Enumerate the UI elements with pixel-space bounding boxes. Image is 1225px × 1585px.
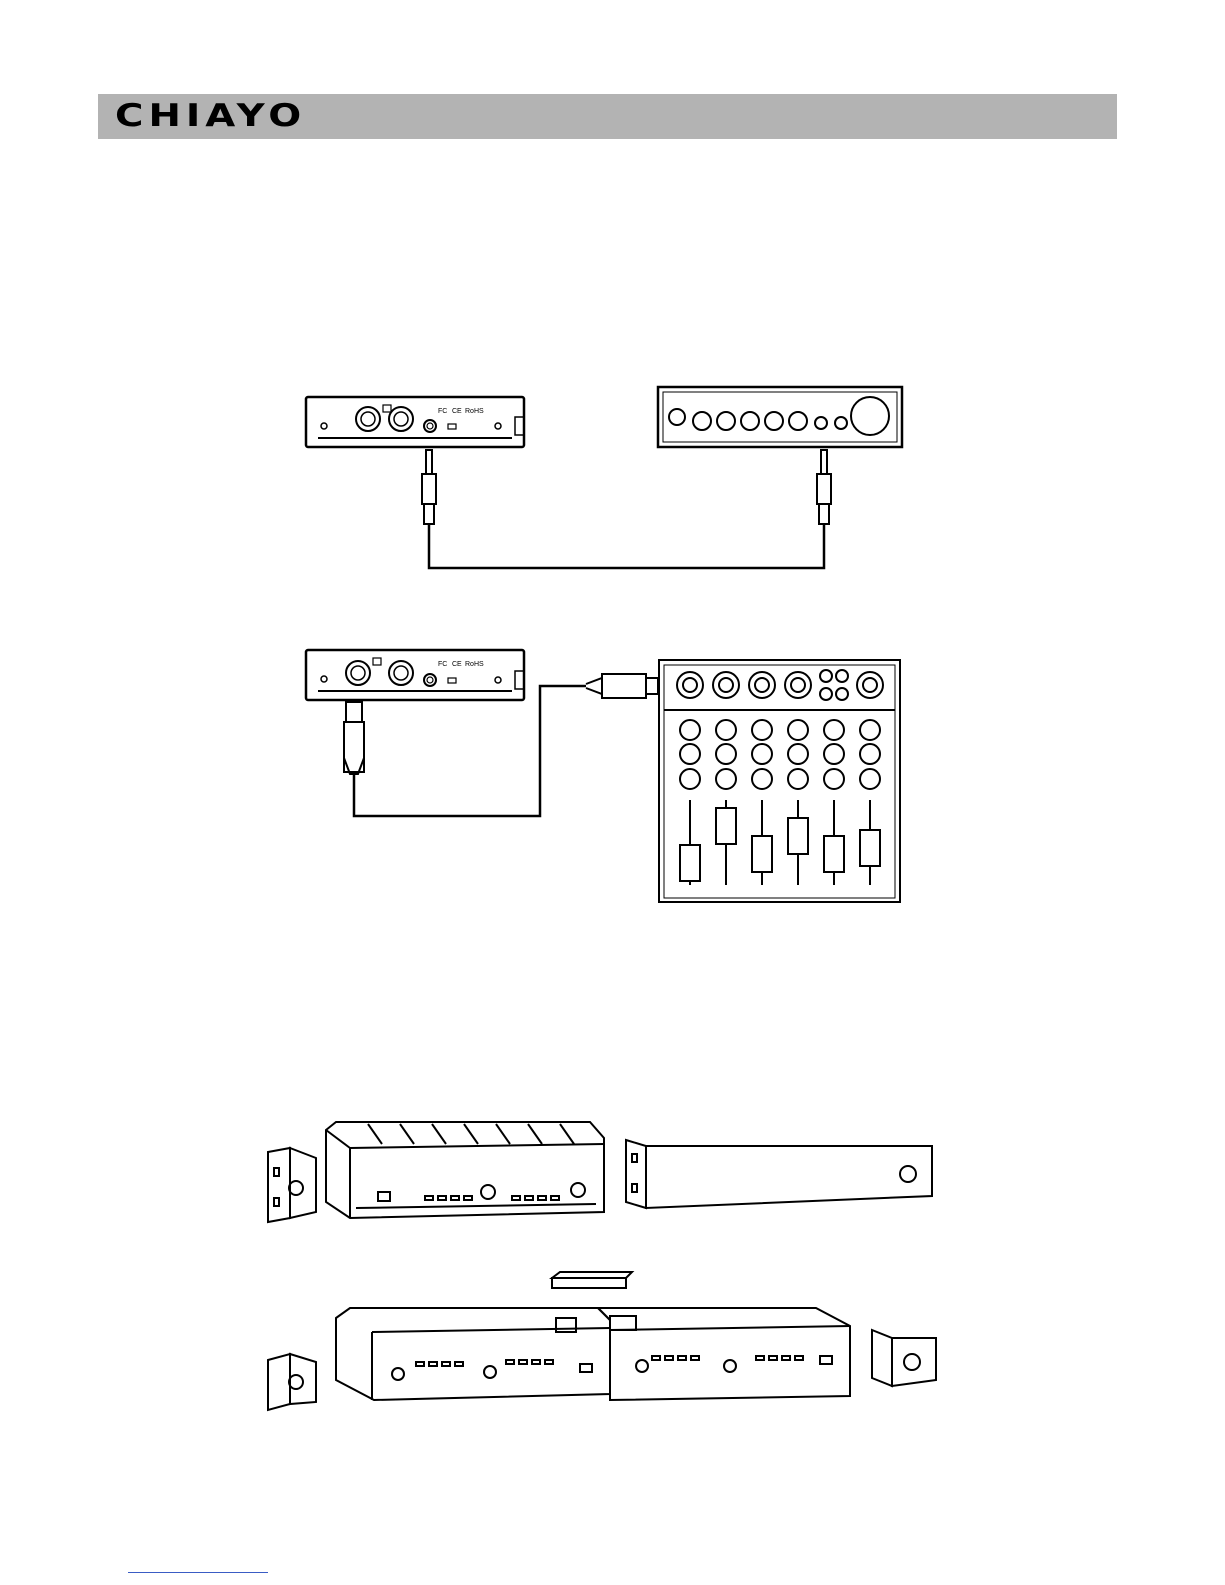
mixer-xlr-inputs xyxy=(677,670,883,700)
cable xyxy=(354,686,586,816)
rack-ear-left xyxy=(268,1354,316,1410)
receiver-unit-right xyxy=(598,1308,850,1400)
rack-ear-right xyxy=(872,1330,936,1386)
jack-plug-left xyxy=(422,450,436,524)
rack-ear-left xyxy=(268,1148,316,1222)
amplifier-front-panel xyxy=(658,387,902,447)
single-rack-mount-diagram xyxy=(260,1110,960,1230)
receiver-unit-left xyxy=(336,1308,610,1400)
svg-text:CE: CE xyxy=(452,661,462,668)
receiver-unit-single xyxy=(326,1122,604,1218)
mixer-faders xyxy=(680,800,880,885)
xlr-female-connector xyxy=(344,702,364,774)
svg-text:FC: FC xyxy=(438,661,447,668)
footer-link-underline[interactable] xyxy=(128,1572,268,1573)
receiver-back-panel: FC CE RoHS xyxy=(306,650,524,700)
svg-text:FC: FC xyxy=(438,408,447,415)
jack-plug-right xyxy=(817,450,831,524)
rack-ear-right xyxy=(626,1140,932,1208)
dual-rack-mount-diagram xyxy=(260,1270,960,1420)
svg-text:CE: CE xyxy=(452,408,462,415)
receiver-to-amplifier-diagram: FC CE RoHS xyxy=(290,380,930,580)
xlr-male-connector xyxy=(586,674,658,698)
mixer-top-view xyxy=(659,660,900,902)
receiver-to-mixer-diagram: FC CE RoHS xyxy=(290,640,930,910)
receiver-back-panel: FC CE RoHS xyxy=(306,397,524,447)
cable xyxy=(429,524,824,568)
mixer-knobs xyxy=(680,720,880,789)
brand-logo: CHIAYO xyxy=(115,101,306,132)
svg-text:RoHS: RoHS xyxy=(465,408,484,415)
svg-text:RoHS: RoHS xyxy=(465,661,484,668)
joining-plate xyxy=(552,1272,632,1288)
